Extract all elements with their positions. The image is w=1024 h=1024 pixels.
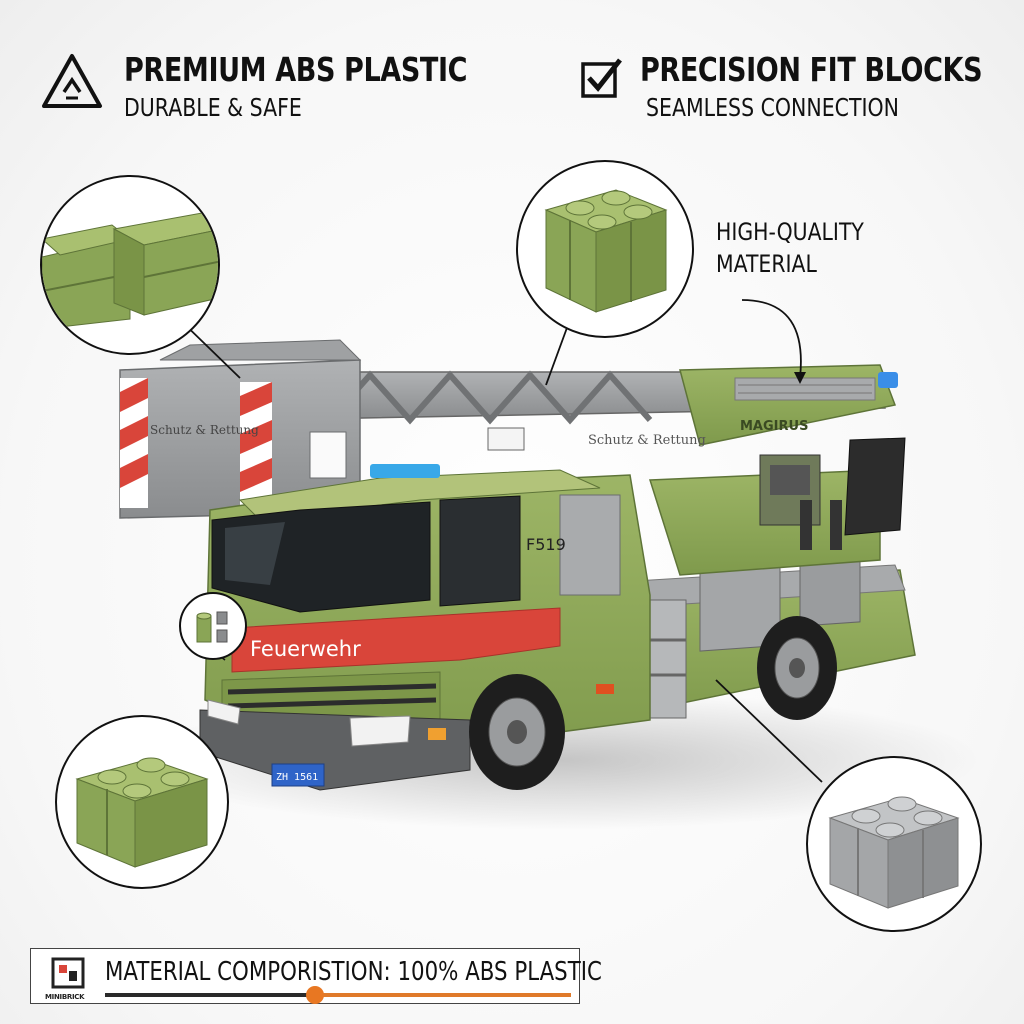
- boom-brand-text: MAGIRUS: [740, 419, 808, 434]
- material-composition-text: MATERIAL COMPORISTION: 100% ABS PLASTIC: [105, 957, 602, 987]
- cage-rail: [159, 339, 362, 361]
- step-ladder: [647, 599, 687, 719]
- callout-line: HIGH-QUALITY: [716, 218, 864, 246]
- material-composition-banner: MINIBRICK MATERIAL COMPORISTION: 100% AB…: [30, 948, 602, 1004]
- license-plate: [271, 763, 325, 787]
- progress-track: [105, 993, 571, 997]
- feature-title: PREMIUM ABS PLASTIC: [124, 50, 468, 89]
- callout-line: MATERIAL: [716, 250, 817, 278]
- side-marker-light: [596, 684, 614, 694]
- side-window: [439, 495, 521, 607]
- leader-line: [715, 679, 823, 783]
- green-brick-detail: [42, 212, 218, 330]
- leader-arrow: [741, 299, 802, 379]
- indicator-light: [428, 728, 446, 740]
- cage-label-text: Schutz & Rettung: [150, 423, 259, 437]
- detail-circle-green-block: [516, 160, 694, 338]
- boom-vent: [734, 377, 876, 401]
- leader-line: [545, 324, 569, 386]
- warning-stripes-left: [120, 378, 148, 508]
- feature-subtitle: SEAMLESS CONNECTION: [646, 93, 900, 122]
- cab-number-text: F519: [526, 535, 566, 554]
- rear-wheel: [757, 616, 837, 720]
- progress-knob: [305, 986, 324, 1004]
- warning-triangle-icon: [42, 54, 102, 108]
- progress-fill: [314, 993, 571, 997]
- cage-opening: [309, 431, 347, 479]
- operator-seat: [844, 437, 906, 536]
- side-label-text: Feuerwehr: [250, 637, 361, 661]
- green-block-detail: [544, 189, 668, 313]
- brand-logo: MINIBRICK: [39, 953, 101, 1001]
- detail-circle-small-parts: [179, 592, 247, 660]
- headlight-right: [349, 715, 411, 747]
- detail-circle-green-bricks: [40, 175, 220, 355]
- cab-beacons: [370, 464, 440, 478]
- work-light: [487, 427, 525, 451]
- blue-beacon: [878, 372, 898, 388]
- headlight-left: [207, 699, 241, 725]
- ladder-truss: [327, 370, 653, 425]
- brand-logo-icon: [51, 957, 85, 989]
- warning-stripes-right: [240, 382, 272, 510]
- brand-wordmark: MINIBRICK: [45, 993, 85, 1001]
- ladder-label-text: Schutz & Rettung: [588, 433, 706, 448]
- green-block-detail-2: [75, 757, 209, 868]
- detail-circle-green-block-2: [55, 715, 229, 889]
- front-wheel: [469, 674, 565, 790]
- small-parts-detail: [196, 611, 228, 643]
- windshield-reflection: [225, 522, 285, 585]
- checkbox-icon: [581, 58, 622, 98]
- plate-text: ZH 1561: [276, 772, 318, 783]
- side-door-panel: [559, 494, 621, 596]
- feature-subtitle: DURABLE & SAFE: [124, 93, 302, 122]
- callout-high-quality: HIGH-QUALITY MATERIAL: [716, 216, 864, 280]
- gray-block-detail: [828, 796, 960, 909]
- red-stripe: [231, 607, 561, 673]
- detail-circle-gray-block: [806, 756, 982, 932]
- feature-title: PRECISION FIT BLOCKS: [640, 50, 983, 89]
